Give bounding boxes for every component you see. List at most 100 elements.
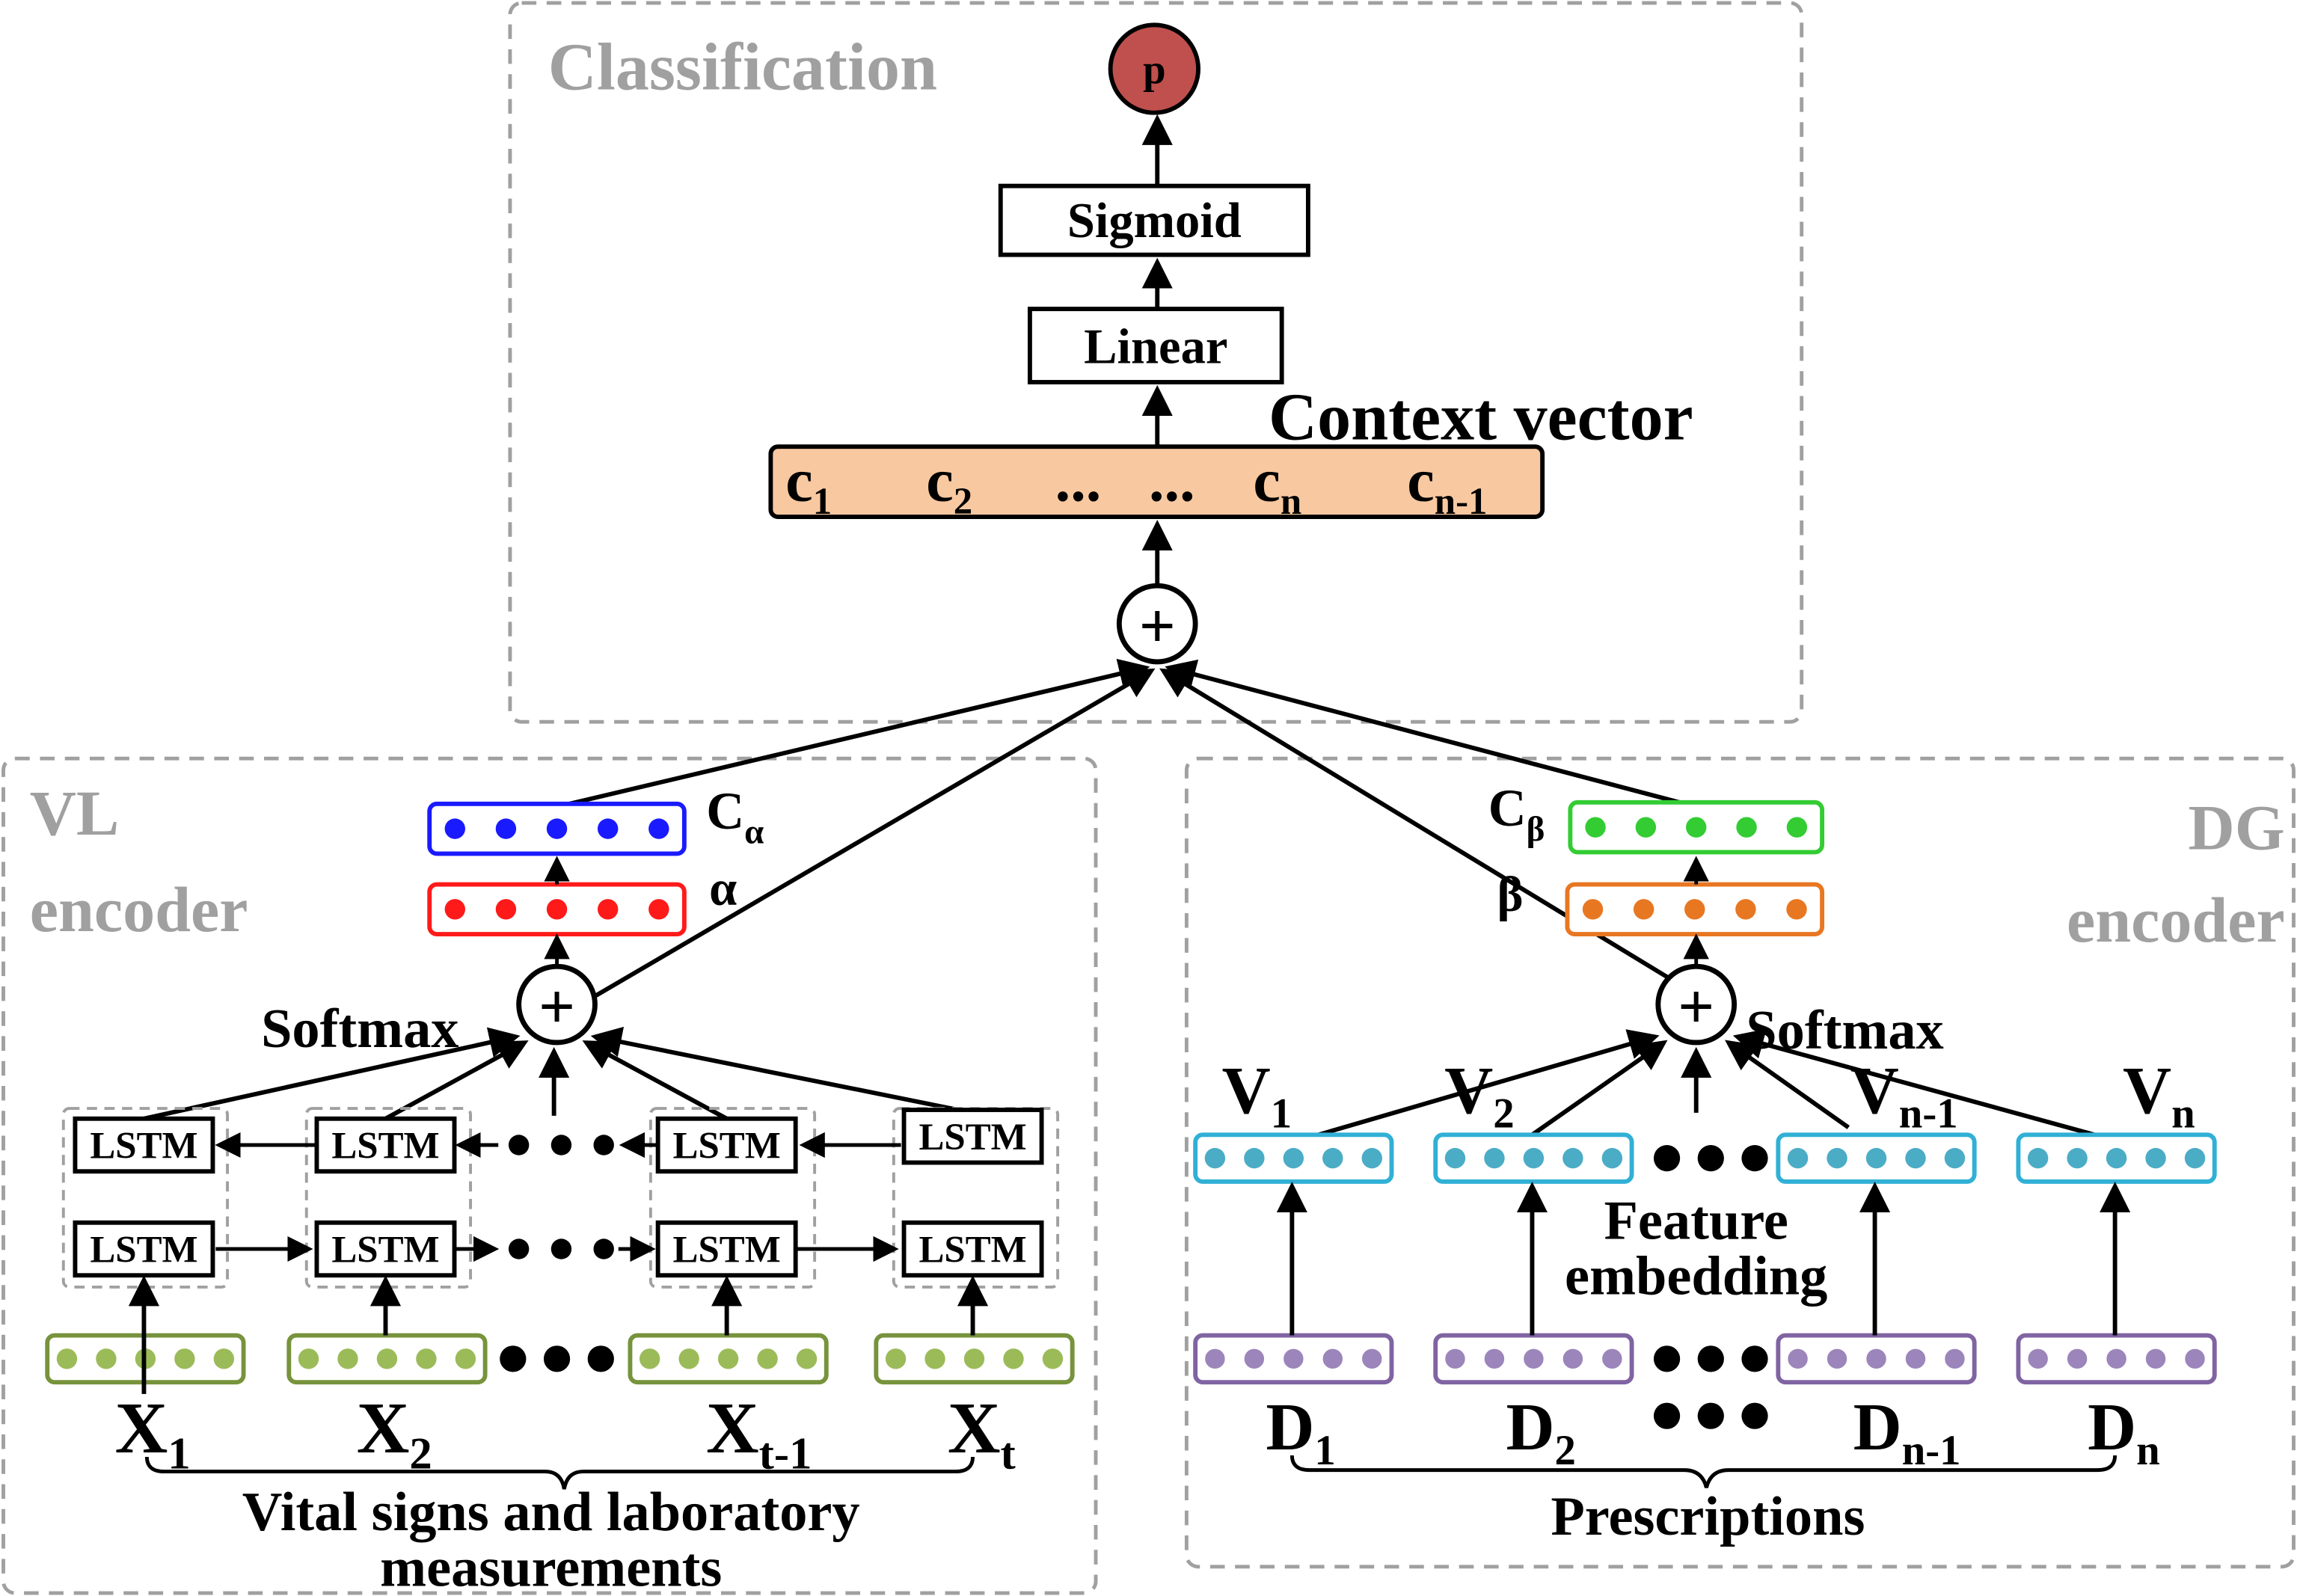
arrow-vl-col2-to-softmax bbox=[384, 1040, 529, 1121]
dg-embedding-vector bbox=[1193, 1132, 1394, 1184]
vl-input-vector-unit bbox=[885, 1348, 907, 1369]
alpha-units-unit bbox=[648, 899, 669, 920]
lstm-backward-cell: LSTM bbox=[314, 1116, 457, 1174]
lstm-forward-cell: LSTM bbox=[901, 1220, 1044, 1278]
alpha-units-unit bbox=[597, 899, 619, 920]
c-alpha-units-unit bbox=[546, 818, 568, 839]
alpha-units bbox=[427, 882, 687, 937]
context-cell-base: ... bbox=[1055, 446, 1102, 515]
dg-prescription-vector-unit bbox=[2181, 1345, 2209, 1372]
dg-prescription-vector-unit bbox=[1520, 1345, 1548, 1372]
dg-prescription-label: Dn bbox=[2088, 1390, 2160, 1474]
dg-embedding-vector bbox=[1776, 1132, 1977, 1184]
context-cell: cn-1 bbox=[1407, 446, 1487, 524]
c-beta-units bbox=[1568, 799, 1825, 855]
beta-units-unit bbox=[1582, 899, 1604, 920]
dg-embedding-vector bbox=[2016, 1132, 2217, 1184]
vl-input-vector bbox=[874, 1333, 1075, 1385]
vl-input-label: Xt-1 bbox=[706, 1388, 812, 1479]
vl-caption-line2: measurements bbox=[380, 1537, 722, 1596]
dg-caption: Prescriptions bbox=[1551, 1486, 1865, 1547]
c-beta-label: Cβ bbox=[1488, 779, 1545, 849]
dg-embedding-label-base: V bbox=[1222, 1054, 1271, 1128]
dg-embedding-vector-unit bbox=[1827, 1147, 1847, 1169]
dg-embedding-label-base: V bbox=[1444, 1054, 1493, 1128]
dg-softmax-sum-node bbox=[1655, 963, 1738, 1046]
context-cell-base: c bbox=[926, 446, 953, 515]
vl-input-vector-unit bbox=[455, 1348, 476, 1369]
dg-prescription-vector bbox=[1433, 1333, 1634, 1385]
vl-softmax-sum-node bbox=[516, 963, 598, 1046]
top-sum-symbol: + bbox=[1139, 589, 1176, 661]
dg-embedding-vector-unit bbox=[2106, 1147, 2127, 1169]
c-beta-units-unit bbox=[1686, 817, 1707, 838]
arrow-vl-col4-to-softmax bbox=[590, 1026, 974, 1115]
lstm-backward-cell: LSTM bbox=[73, 1116, 215, 1174]
dg-prescription-vector-unit bbox=[1240, 1345, 1268, 1372]
arrow-dg-col1-to-softmax bbox=[1317, 1029, 1660, 1138]
dg-prescription-label-subscript: n-1 bbox=[1902, 1427, 1961, 1474]
dg-embedding-vector-unit bbox=[1322, 1147, 1343, 1169]
vl-input-vector-unit bbox=[1042, 1348, 1064, 1369]
context-cell-subscript: n bbox=[1281, 481, 1301, 523]
dg-prescription-vector-unit bbox=[1823, 1345, 1851, 1372]
dg-embedding-vector-unit bbox=[1787, 1147, 1809, 1169]
dg-panel-title-line2: encoder bbox=[2067, 884, 2285, 956]
classification-panel-title: Classification bbox=[548, 30, 937, 104]
vl-input-vector bbox=[286, 1333, 488, 1385]
arrow-vl-col1-to-softmax bbox=[143, 1027, 521, 1121]
dg-embedding-ellipsis bbox=[1653, 1144, 1768, 1172]
vl-input-vector-unit bbox=[56, 1348, 78, 1369]
dg-prescription-vector-unit bbox=[1862, 1345, 1890, 1372]
dg-prescription-vector-unit bbox=[1358, 1345, 1386, 1372]
lstm-forward-cell-frame bbox=[314, 1220, 457, 1278]
dg-embedding-label-subscript: n bbox=[2171, 1090, 2195, 1138]
dg-prescription-vector-unit bbox=[2141, 1345, 2170, 1372]
dg-prescription-label-base: D bbox=[1853, 1390, 1902, 1464]
vl-softmax-sum-symbol: + bbox=[539, 970, 575, 1042]
dg-embedding-vector-unit bbox=[2067, 1147, 2088, 1169]
context-cell-subscript: 1 bbox=[813, 481, 832, 523]
vl-input-vector-unit bbox=[213, 1348, 235, 1369]
vl-input-vector-unit bbox=[1003, 1348, 1024, 1369]
dg-embedding-label-base: V bbox=[1850, 1054, 1899, 1128]
arrow-dg-col2-to-softmax bbox=[1530, 1040, 1668, 1137]
dg-embedding-vector-unit bbox=[2184, 1147, 2206, 1169]
sigmoid-box bbox=[998, 183, 1310, 257]
vl-caption-line1: Vital signs and laboratory bbox=[242, 1482, 860, 1543]
dg-prescription-vector-unit bbox=[1941, 1345, 1969, 1372]
lstm-forward-cell-label: LSTM bbox=[919, 1230, 1026, 1271]
alpha-units-unit bbox=[546, 899, 568, 920]
dg-prescription-vector-unit bbox=[1280, 1345, 1307, 1372]
beta-vector bbox=[1565, 882, 1825, 937]
vl-encoder-panel bbox=[1, 756, 1098, 1595]
dg-embedding-vector-unit bbox=[2027, 1147, 2049, 1169]
dg-prescription-vector-unit bbox=[1480, 1345, 1509, 1372]
vl-input-label-base: X bbox=[706, 1388, 759, 1469]
lstm-forward-cell: LSTM bbox=[314, 1220, 457, 1278]
dg-embedding-label-subscript: 1 bbox=[1271, 1090, 1292, 1138]
dg-embedding-label-base: V bbox=[2123, 1054, 2171, 1128]
context-cell: c2 bbox=[926, 446, 972, 524]
context-cell-base: ... bbox=[1149, 446, 1195, 515]
vl-input-vector-unit bbox=[924, 1348, 945, 1369]
alpha-label: α bbox=[709, 862, 737, 916]
dg-embedding-vector-unit bbox=[1444, 1147, 1466, 1169]
dg-prescription-label-subscript: n bbox=[2136, 1427, 2160, 1474]
lstm-backward-cell-frame bbox=[73, 1116, 215, 1174]
output-node bbox=[1108, 22, 1201, 115]
sigmoid-label: Sigmoid bbox=[1067, 194, 1242, 248]
vl-input-vector-unit bbox=[96, 1348, 117, 1369]
vl-input-label-base: X bbox=[357, 1388, 410, 1469]
c-beta-units-unit bbox=[1786, 817, 1808, 838]
dg-panel-title-line1: DG bbox=[2189, 792, 2285, 864]
dg-embedding-vector-unit bbox=[1361, 1147, 1382, 1169]
lstm-forward-cell: LSTM bbox=[655, 1220, 798, 1278]
beta-units bbox=[1565, 882, 1825, 937]
dg-embedding-vector-unit bbox=[1204, 1147, 1226, 1169]
lstm-forward-cell-frame bbox=[655, 1220, 798, 1278]
